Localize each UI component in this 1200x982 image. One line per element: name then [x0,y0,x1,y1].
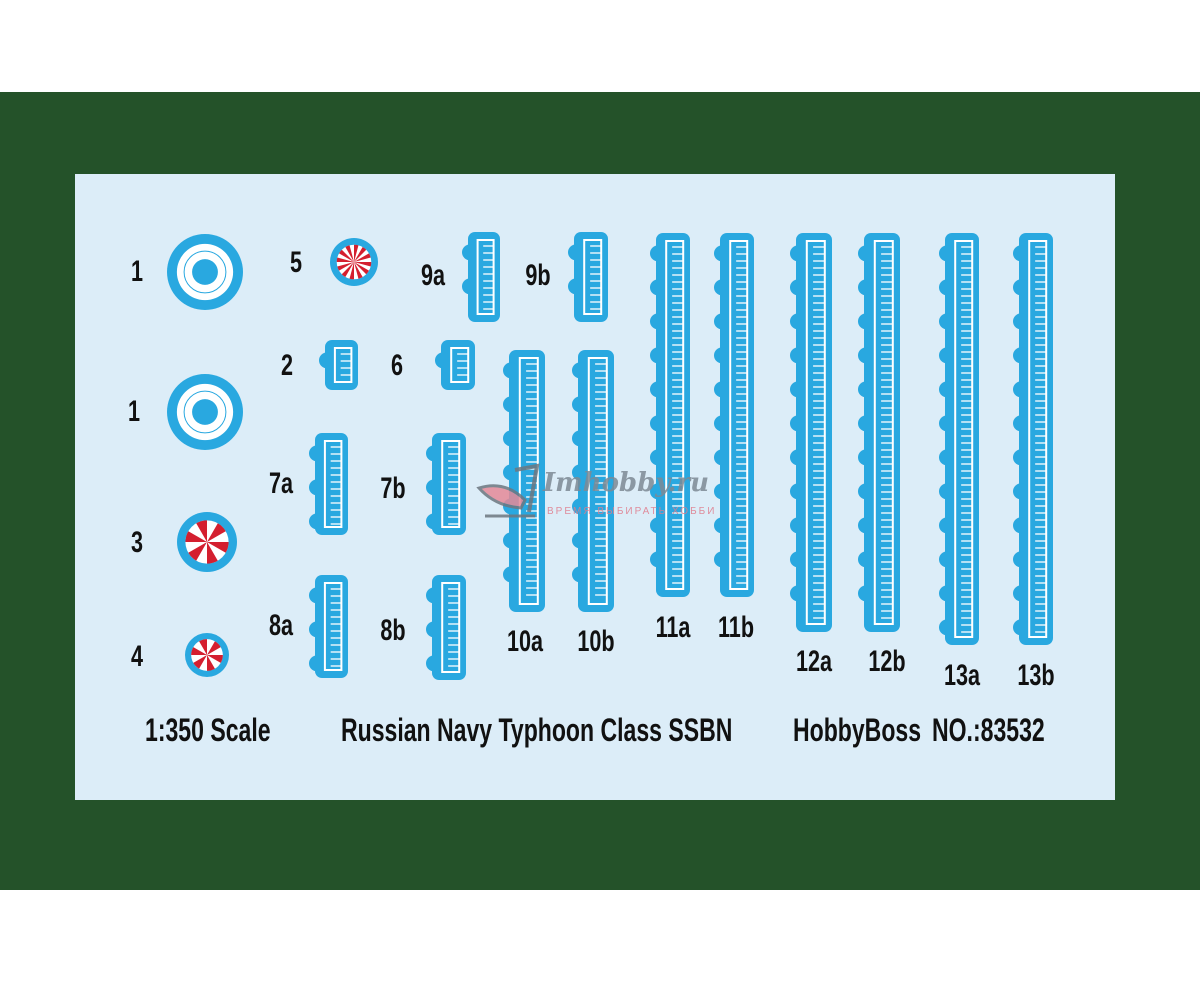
watermark-logo-icon [476,463,540,518]
decal-label: 9a [420,259,446,292]
decal-label: 10b [577,625,615,658]
roundel-red-white [330,238,378,286]
roundel-red-white [177,512,237,572]
decal-label: 6 [390,349,404,382]
ruler-strip-decal [1013,233,1053,645]
decal-label: 10a [506,625,544,658]
watermark: Imhobby.ru ВРЕМЯ ВЫБИРАТЬ ХОББИ [475,462,735,526]
decal-label: 4 [130,640,144,673]
roundel-red-white [185,633,229,677]
decal-label: 9b [525,259,551,292]
roundel-blue [167,374,243,450]
ruler-strip-decal [568,232,608,322]
decal-label: 5 [289,246,303,279]
decal-label: 8b [380,614,406,647]
decal-label: 7a [268,467,294,500]
decal-label: 2 [280,349,294,382]
brand-name: HobbyBoss [793,712,922,748]
ruler-strip-decal [462,232,500,322]
decal-label: 3 [130,526,144,559]
decal-label: 11a [655,611,691,644]
decal-label: 13a [943,659,981,692]
watermark-slogan: ВРЕМЯ ВЫБИРАТЬ ХОББИ [547,506,717,517]
ruler-strip-decal [426,575,466,680]
ruler-strip-decal [319,340,358,390]
ruler-strip-decal [309,433,348,535]
decal-label: 1 [130,255,144,288]
ruler-strip-decal [426,433,466,535]
decal-label: 13b [1017,659,1055,692]
ruler-strip-decal [858,233,900,632]
ruler-strip-decal [572,350,614,612]
decal-label: 1 [127,395,141,428]
ruler-strip-decal [309,575,348,678]
ruler-strip-decal [939,233,979,645]
decal-label: 11b [717,611,755,644]
decal-label: 7b [380,472,406,505]
ruler-strip-decal [650,233,690,597]
roundel-blue [167,234,243,310]
ruler-strip-decal [790,233,832,632]
ruler-strip-decal [435,340,475,390]
decal-label: 12b [868,645,906,678]
decal-label: 8a [268,609,294,642]
decal-label: 12a [795,645,833,678]
scale-text: 1:350 Scale [145,712,271,748]
kit-number: NO.:83532 [932,712,1045,748]
kit-title: Russian Navy Typhoon Class SSBN [341,712,733,748]
ruler-strip-decal [714,233,754,597]
watermark-name: Imhobby.ru [543,468,710,498]
